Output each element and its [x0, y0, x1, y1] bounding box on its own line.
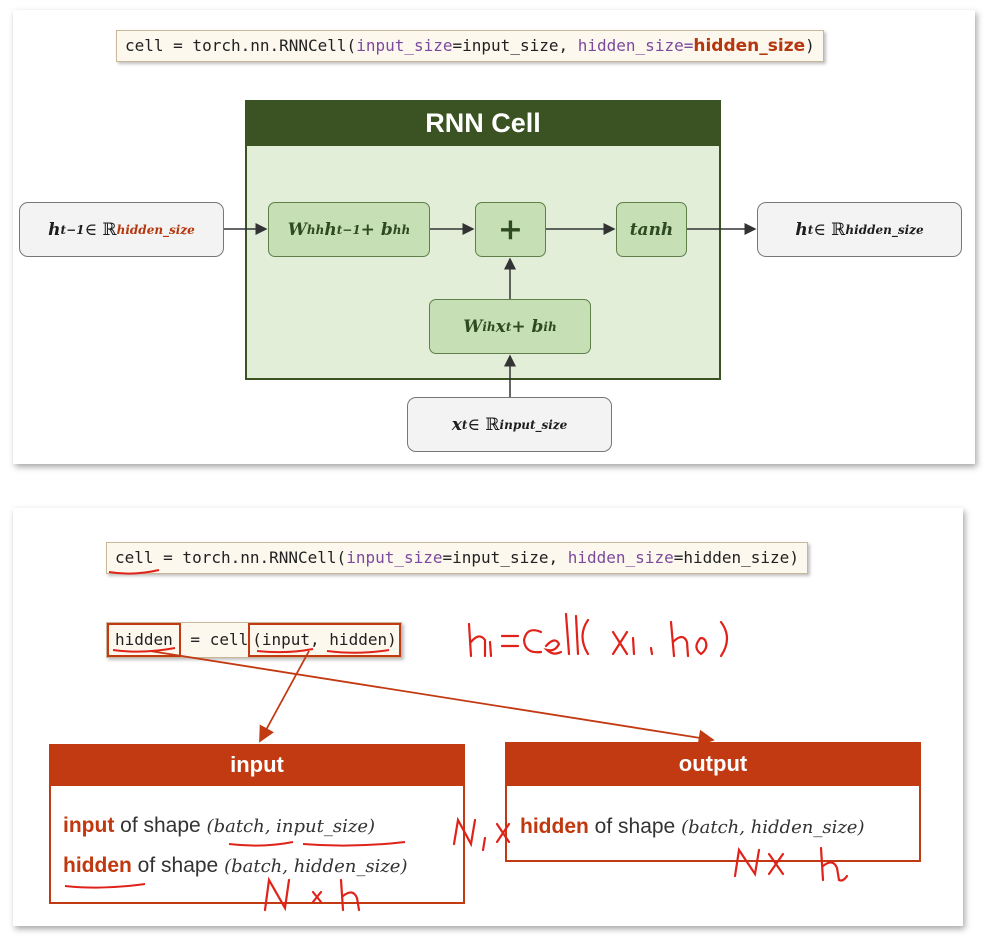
output-panel-title: output	[505, 742, 921, 786]
code-cell-call: = cell	[180, 630, 249, 649]
handwritten-nxh-input	[263, 876, 361, 912]
rnncell-constructor-code: cell = torch.nn.RNNCell(input_size=input…	[106, 542, 808, 574]
hidden-size-sup: hidden_size	[116, 222, 195, 237]
h-symbol: h	[795, 219, 808, 240]
input-shape-line: input of shape (batch, input_size)	[63, 814, 375, 838]
x-symbol: x	[495, 316, 506, 337]
h-subscript: t−1	[336, 222, 361, 237]
input-label: input	[63, 814, 115, 837]
input-size-sup: input_size	[499, 417, 568, 432]
hidden-label: hidden	[63, 854, 132, 877]
code-suffix: )	[805, 36, 815, 55]
arrow-args-to-input	[259, 650, 310, 743]
x-subscript: t	[461, 417, 468, 432]
code-eq-input-size: =input_size,	[442, 548, 568, 567]
in-reals: ∈ ℝ	[84, 219, 117, 240]
code-eq-hidden-size: =hidden_size)	[673, 548, 799, 567]
x-symbol: x	[451, 414, 462, 435]
output-shape-math: (batch, hidden_size)	[681, 817, 865, 838]
handwritten-n-x-note	[452, 816, 511, 852]
h-subscript: t−1	[60, 222, 85, 237]
handwritten-nxh-output	[733, 846, 849, 882]
plus-b: + b	[360, 219, 393, 240]
in-reals: ∈ ℝ	[813, 219, 846, 240]
of-shape-text: of shape	[114, 814, 207, 837]
b-subscript: ih	[543, 319, 557, 334]
rnn-cell-title: RNN Cell	[245, 100, 721, 146]
of-shape-text: of shape	[131, 854, 225, 877]
code-eq: =	[683, 36, 694, 55]
output-shape-line: hidden of shape (batch, hidden_size)	[520, 815, 864, 839]
h-subscript: t	[807, 222, 814, 237]
rnncell-code-line: cell = torch.nn.RNNCell(input_size=input…	[116, 30, 824, 62]
of-shape-text: of shape	[588, 815, 682, 838]
hidden-size-sup: hidden_size	[845, 222, 924, 237]
code-highlight-hidden-size: hidden_size	[693, 36, 806, 56]
underline-input-arg	[256, 648, 314, 654]
h-symbol: h	[48, 219, 61, 240]
underline-cell	[108, 569, 160, 575]
w-subscript: hh	[306, 222, 325, 237]
h-symbol: h	[324, 219, 337, 240]
annotation-layer	[64, 569, 849, 912]
code-kw-input-size: input_size	[356, 36, 453, 55]
code-kw-hidden-size: hidden_size	[567, 548, 674, 567]
hidden-shape-line: hidden of shape (batch, hidden_size)	[63, 854, 407, 878]
code-kw-input-size: input_size	[346, 548, 443, 567]
code-eq-input-size: =input_size,	[452, 36, 578, 55]
input-panel-title: input	[49, 744, 465, 786]
plus-b: + b	[511, 316, 544, 337]
x-subscript: t	[505, 319, 512, 334]
code-prefix: cell = torch.nn.RNNCell(	[125, 36, 357, 55]
hidden-lhs-highlight: hidden	[107, 623, 181, 657]
underline-hidden-label	[64, 883, 146, 889]
tanh-node: tanh	[616, 202, 687, 257]
arrow-hidden-to-output	[149, 650, 715, 746]
in-reals: ∈ ℝ	[467, 414, 500, 435]
w-subscript: ih	[482, 319, 496, 334]
underline-hidden	[112, 647, 176, 653]
w-symbol: W	[287, 219, 307, 240]
code-call-args: (input, hidden)	[252, 630, 397, 649]
rnn-cell-slide: cell = torch.nn.RNNCell(input_size=input…	[13, 10, 975, 464]
input-shape-math: (batch, input_size)	[206, 816, 376, 837]
handwritten-formula	[467, 612, 729, 658]
plus-node: +	[475, 202, 546, 257]
hidden-shape-math: (batch, hidden_size)	[224, 856, 408, 877]
args-highlight: (input, hidden)	[248, 623, 401, 657]
underline-input-size	[302, 841, 406, 847]
code-prefix: cell = torch.nn.RNNCell(	[115, 548, 347, 567]
code-kw-hidden-size: hidden_size	[577, 36, 684, 55]
underline-hidden-arg	[326, 649, 390, 654]
underline-batch	[228, 841, 294, 847]
rnn-cell-arrows	[224, 223, 757, 397]
code-hidden-lhs: hidden	[115, 630, 173, 649]
b-subscript: hh	[392, 222, 411, 237]
w-symbol: W	[463, 316, 483, 337]
rnn-cell-usage-slide: cell = torch.nn.RNNCell(input_size=input…	[13, 508, 963, 926]
hidden-label: hidden	[520, 815, 589, 838]
